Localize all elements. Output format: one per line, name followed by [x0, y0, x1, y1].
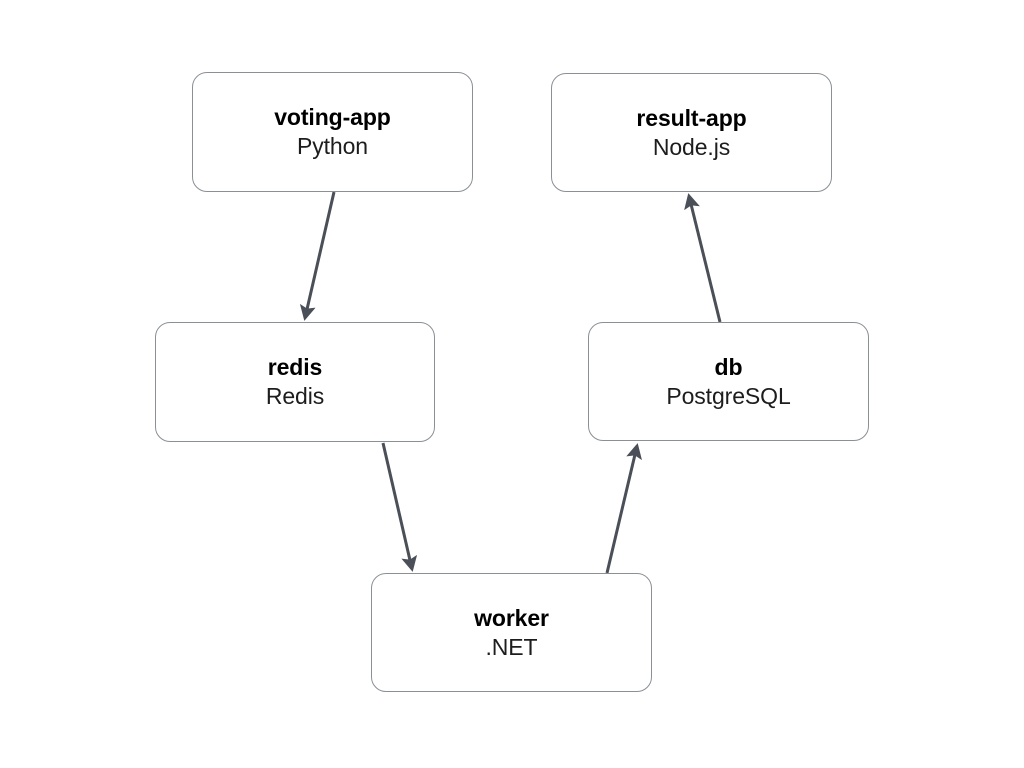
node-subtitle: Node.js	[652, 133, 731, 160]
edge-redis-to-worker	[381, 442, 418, 572]
node-subtitle: .NET	[485, 633, 538, 660]
edge-voting-app-to-redis	[299, 191, 336, 321]
node-subtitle: Python	[296, 133, 368, 159]
node-title: voting-app	[274, 104, 391, 131]
node-subtitle: PostgreSQL	[666, 382, 791, 409]
node-db[interactable]: db PostgreSQL	[588, 322, 869, 441]
node-title: result-app	[636, 104, 747, 131]
node-redis[interactable]: redis Redis	[155, 322, 435, 442]
node-title: db	[714, 353, 743, 380]
node-title: worker	[474, 604, 549, 631]
edge-db-to-result-app	[684, 193, 722, 323]
node-result-app[interactable]: result-app Node.js	[551, 73, 832, 192]
node-worker[interactable]: worker .NET	[371, 573, 652, 692]
node-subtitle: Redis	[265, 383, 325, 409]
node-title: redis	[267, 354, 323, 381]
edge-worker-to-db	[605, 443, 642, 574]
node-voting-app[interactable]: voting-app Python	[192, 72, 473, 192]
